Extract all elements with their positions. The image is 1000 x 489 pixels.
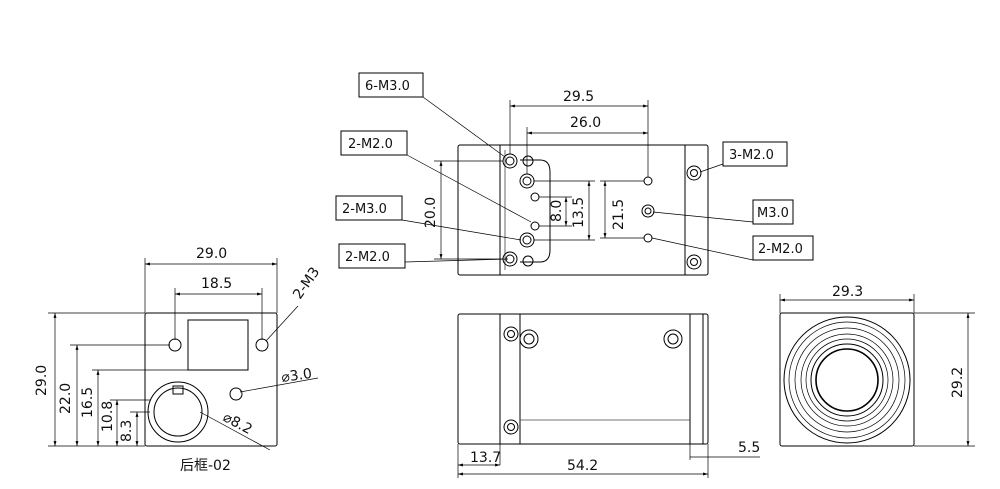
callout-m3-0: M3.0 xyxy=(757,206,789,221)
rear-view-caption: 后框-02 xyxy=(180,458,231,474)
dim-5-5: 5.5 xyxy=(738,440,760,456)
dim-26-0: 26.0 xyxy=(570,115,601,131)
side-view: 13.7 54.2 5.5 xyxy=(457,313,760,478)
top-right-hole-2 xyxy=(686,254,702,270)
dim-29-5: 29.5 xyxy=(563,89,594,105)
dim-width-29-0: 29.0 xyxy=(196,246,227,262)
callout-3-m2-0: 3-M2.0 xyxy=(729,148,774,163)
dim-20-0: 20.0 xyxy=(423,197,439,228)
front-view: 29.3 29.2 xyxy=(779,284,975,447)
side-hole-3 xyxy=(663,329,683,349)
top-hole-c xyxy=(530,221,540,231)
rear-view: 29.0 18.5 2-M3 29.0 22.0 16.5 10.8 8.3 ⌀… xyxy=(34,246,323,474)
dim-29-2: 29.2 xyxy=(950,367,966,398)
callout-2-m2-0-b: 2-M2.0 xyxy=(345,250,390,265)
dia-8-2: ⌀8.2 xyxy=(220,409,255,438)
dim-8-3: 8.3 xyxy=(119,420,135,442)
top-right-hole-1 xyxy=(686,165,702,181)
dim-54-2: 54.2 xyxy=(567,458,598,474)
front-body xyxy=(779,312,915,447)
rear-round-connector-inner xyxy=(153,387,203,437)
dim-hole-spacing-18-5: 18.5 xyxy=(201,276,232,292)
rear-connector-key xyxy=(172,385,184,395)
top-hole-m2-lower xyxy=(643,233,653,243)
side-hole-2 xyxy=(519,329,539,349)
top-hole-a xyxy=(519,173,535,189)
top-hole-d xyxy=(519,232,535,248)
top-hole-m3 xyxy=(641,204,655,218)
rear-body xyxy=(144,312,278,447)
rear-connector-window xyxy=(187,319,249,371)
callout-2-m2-0-a: 2-M2.0 xyxy=(348,137,393,152)
dim-13-5: 13.5 xyxy=(571,197,587,228)
callout-2-m2-0-c: 2-M2.0 xyxy=(758,242,803,257)
top-body xyxy=(457,144,709,276)
side-body xyxy=(457,313,709,445)
rear-screw-hole-left xyxy=(168,338,182,352)
side-hole-4 xyxy=(503,419,519,435)
top-view: 29.5 26.0 20.0 8.0 13.5 21.5 6-M3.0 2-M2… xyxy=(335,72,814,276)
dim-21-5: 21.5 xyxy=(611,199,627,230)
top-hole-b xyxy=(530,192,540,202)
rear-led-hole xyxy=(229,387,243,401)
dim-13-7: 13.7 xyxy=(470,450,501,466)
top-hole-tr xyxy=(522,155,534,167)
dia-3-0: ⌀3.0 xyxy=(280,366,313,386)
dim-height-29-0: 29.0 xyxy=(34,365,50,396)
dim-16-5: 16.5 xyxy=(80,387,96,418)
side-hole-1 xyxy=(503,326,519,342)
rear-round-connector-outer xyxy=(147,381,209,443)
top-hole-m2-upper xyxy=(643,176,653,186)
label-2-m3: 2-M3 xyxy=(290,264,323,302)
callout-6-m3-0: 6-M3.0 xyxy=(365,79,410,94)
callout-2-m3-0: 2-M3.0 xyxy=(342,202,387,217)
dim-8-0: 8.0 xyxy=(549,200,565,222)
dim-29-3: 29.3 xyxy=(832,284,863,300)
lens-mount-outer xyxy=(783,316,911,444)
dim-10-8: 10.8 xyxy=(100,401,116,432)
top-hole-br xyxy=(522,255,534,267)
lens-mount-inner xyxy=(810,343,884,417)
dim-22-0: 22.0 xyxy=(58,383,74,414)
